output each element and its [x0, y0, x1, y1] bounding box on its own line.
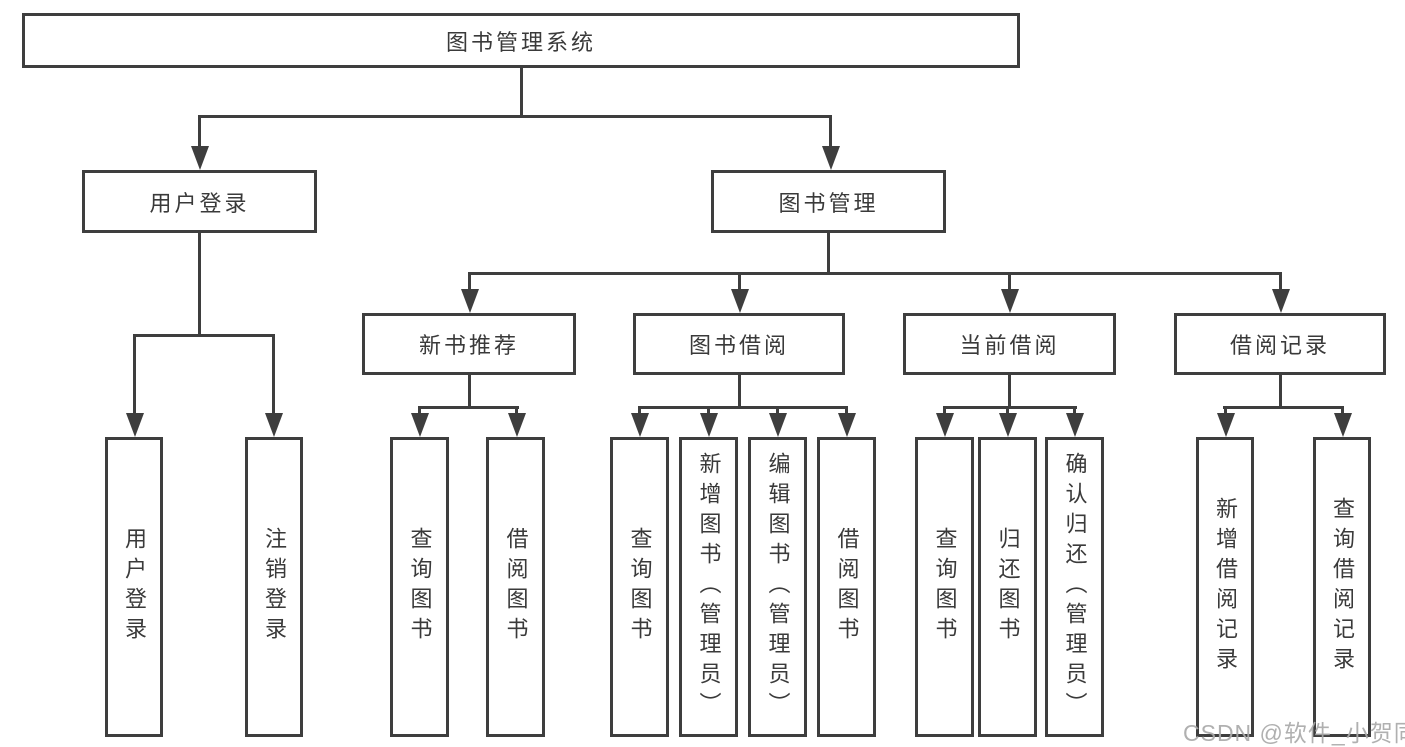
leaf-query-books-2: 查询图书 — [610, 437, 669, 737]
arrow-to-query-borrow-record — [1341, 406, 1344, 413]
arrow-to-query-books-2 — [638, 406, 641, 413]
leaf-query-books-3: 查询图书 — [915, 437, 974, 737]
arrow-to-return-books — [1006, 406, 1009, 413]
node-borrow-records: 借阅记录 — [1174, 313, 1386, 375]
node-library-management-system: 图书管理系统 — [22, 13, 1020, 68]
arrow-to-leaf-user-login — [133, 334, 136, 413]
connector-current-borrow-hline — [943, 406, 1077, 409]
node-user-login: 用户登录 — [82, 170, 317, 233]
arrow-to-book-borrow — [738, 272, 741, 289]
watermark: CSDN @软件_小贺同学 — [1183, 720, 1405, 746]
connector-book-borrow-hline — [638, 406, 848, 409]
leaf-logout: 注销登录 — [245, 437, 303, 737]
arrow-to-add-borrow-record — [1224, 406, 1227, 413]
arrow-to-confirm-return — [1073, 406, 1076, 413]
leaf-return-books: 归还图书 — [978, 437, 1037, 737]
leaf-borrow-books-1: 借阅图书 — [486, 437, 545, 737]
leaf-edit-books-admin: 编辑图书（管理员） — [748, 437, 807, 737]
leaf-add-borrow-record: 新增借阅记录 — [1196, 437, 1254, 737]
arrow-to-borrow-records — [1279, 272, 1282, 289]
connector-root-stem — [520, 68, 523, 117]
node-book-management: 图书管理 — [711, 170, 946, 233]
arrow-to-edit-books — [776, 406, 779, 413]
connector-borrow-records-stem — [1279, 375, 1282, 408]
connector-book-management-stem — [827, 233, 830, 274]
arrow-to-query-books-1 — [418, 406, 421, 413]
connector-current-borrow-stem — [1008, 375, 1011, 408]
connector-user-login-stem — [198, 233, 201, 336]
arrow-to-current-borrow — [1008, 272, 1011, 289]
leaf-add-books-admin: 新增图书（管理员） — [679, 437, 738, 737]
arrow-to-leaf-logout — [272, 334, 275, 413]
arrow-to-book-management — [829, 115, 832, 146]
arrow-to-borrow-books-1 — [515, 406, 518, 413]
arrow-to-new-books — [468, 272, 471, 289]
node-current-borrow: 当前借阅 — [903, 313, 1116, 375]
connector-borrow-records-hline — [1223, 406, 1344, 409]
connector-level2-hline — [468, 272, 1282, 275]
arrow-to-user-login — [198, 115, 201, 146]
connector-level1-hline — [198, 115, 832, 118]
connector-new-books-hline — [418, 406, 519, 409]
arrow-to-borrow-books-2 — [845, 406, 848, 413]
node-book-borrow: 图书借阅 — [633, 313, 845, 375]
arrow-to-add-books — [707, 406, 710, 413]
arrow-to-query-books-3 — [943, 406, 946, 413]
connector-user-login-hline — [133, 334, 275, 337]
leaf-borrow-books-2: 借阅图书 — [817, 437, 876, 737]
leaf-query-books-1: 查询图书 — [390, 437, 449, 737]
leaf-query-borrow-record: 查询借阅记录 — [1313, 437, 1371, 737]
connector-book-borrow-stem — [738, 375, 741, 408]
leaf-user-login: 用户登录 — [105, 437, 163, 737]
node-new-book-recommend: 新书推荐 — [362, 313, 576, 375]
leaf-confirm-return-admin: 确认归还（管理员） — [1045, 437, 1104, 737]
connector-new-books-stem — [468, 375, 471, 408]
